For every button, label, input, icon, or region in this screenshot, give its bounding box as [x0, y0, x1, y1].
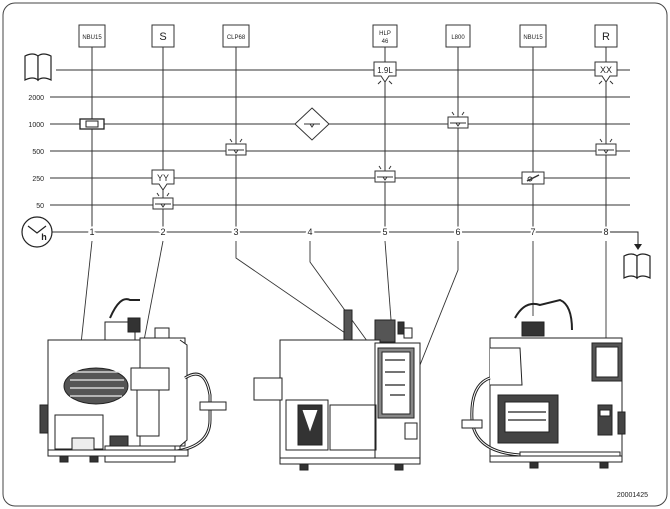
lubricant-box: CLP68 [222, 24, 250, 48]
point-number-6: 6 [455, 227, 460, 237]
hour-symbol: h [41, 232, 47, 242]
interval-label-250: 250 [32, 176, 44, 183]
oil-level-symbol [374, 165, 396, 183]
figure-number: 20001425 [617, 492, 648, 499]
yy-label: YY [157, 173, 169, 183]
change-quantity-symbol: XX [594, 61, 618, 85]
svg-text:CLP68: CLP68 [227, 35, 246, 41]
svg-text:S: S [159, 31, 166, 43]
svg-text:HLP: HLP [379, 31, 391, 37]
svg-text:R: R [602, 31, 610, 43]
grease-nipple-symbol [79, 118, 105, 130]
interval-label-1000: 1000 [28, 122, 44, 129]
lubricant-box: R [594, 24, 618, 48]
point-number-1: 1 [89, 227, 94, 237]
manual-book-icon [24, 53, 52, 82]
point-numbers: 1 2 3 4 5 6 7 8 [87, 225, 610, 239]
lubricant-box: NBU15 [78, 24, 106, 48]
interval-axis: 2000 1000 500 250 50 [28, 95, 44, 210]
yy-quantity-symbol: YY [151, 169, 175, 191]
point-number-2: 2 [160, 227, 165, 237]
interval-label-50: 50 [36, 203, 44, 210]
lubricant-box: NBU15 [519, 24, 547, 48]
point-number-4: 4 [307, 227, 312, 237]
machine-view-center [253, 309, 421, 471]
oil-level-symbol [595, 138, 617, 156]
lubricant-box: HLP 46 [372, 24, 398, 48]
fill-volume-label: 1.9L [377, 66, 393, 75]
lubricant-box: L800 [445, 24, 471, 48]
clock-icon: h [21, 216, 53, 248]
interval-label-500: 500 [32, 149, 44, 156]
svg-text:L800: L800 [451, 35, 465, 41]
clean-symbol [521, 171, 545, 185]
point-number-7: 7 [530, 227, 535, 237]
manual-book-icon [608, 231, 651, 280]
machine-view-left [39, 298, 227, 463]
fill-quantity-symbol: 1.9L [373, 61, 397, 85]
interval-lines [50, 69, 630, 233]
svg-text:NBU15: NBU15 [82, 35, 102, 41]
oil-level-symbol [447, 111, 469, 129]
point-number-3: 3 [233, 227, 238, 237]
point-number-5: 5 [382, 227, 387, 237]
lubricant-box: S [151, 24, 175, 48]
xx-label: XX [600, 65, 612, 75]
point-number-8: 8 [603, 227, 608, 237]
oil-level-symbol [152, 192, 174, 210]
svg-text:46: 46 [382, 39, 389, 45]
inspect-diamond-symbol [294, 107, 330, 141]
oil-level-symbol [225, 138, 247, 156]
machine-view-right [461, 298, 626, 469]
svg-text:NBU15: NBU15 [523, 35, 543, 41]
interval-label-2000: 2000 [28, 95, 44, 102]
